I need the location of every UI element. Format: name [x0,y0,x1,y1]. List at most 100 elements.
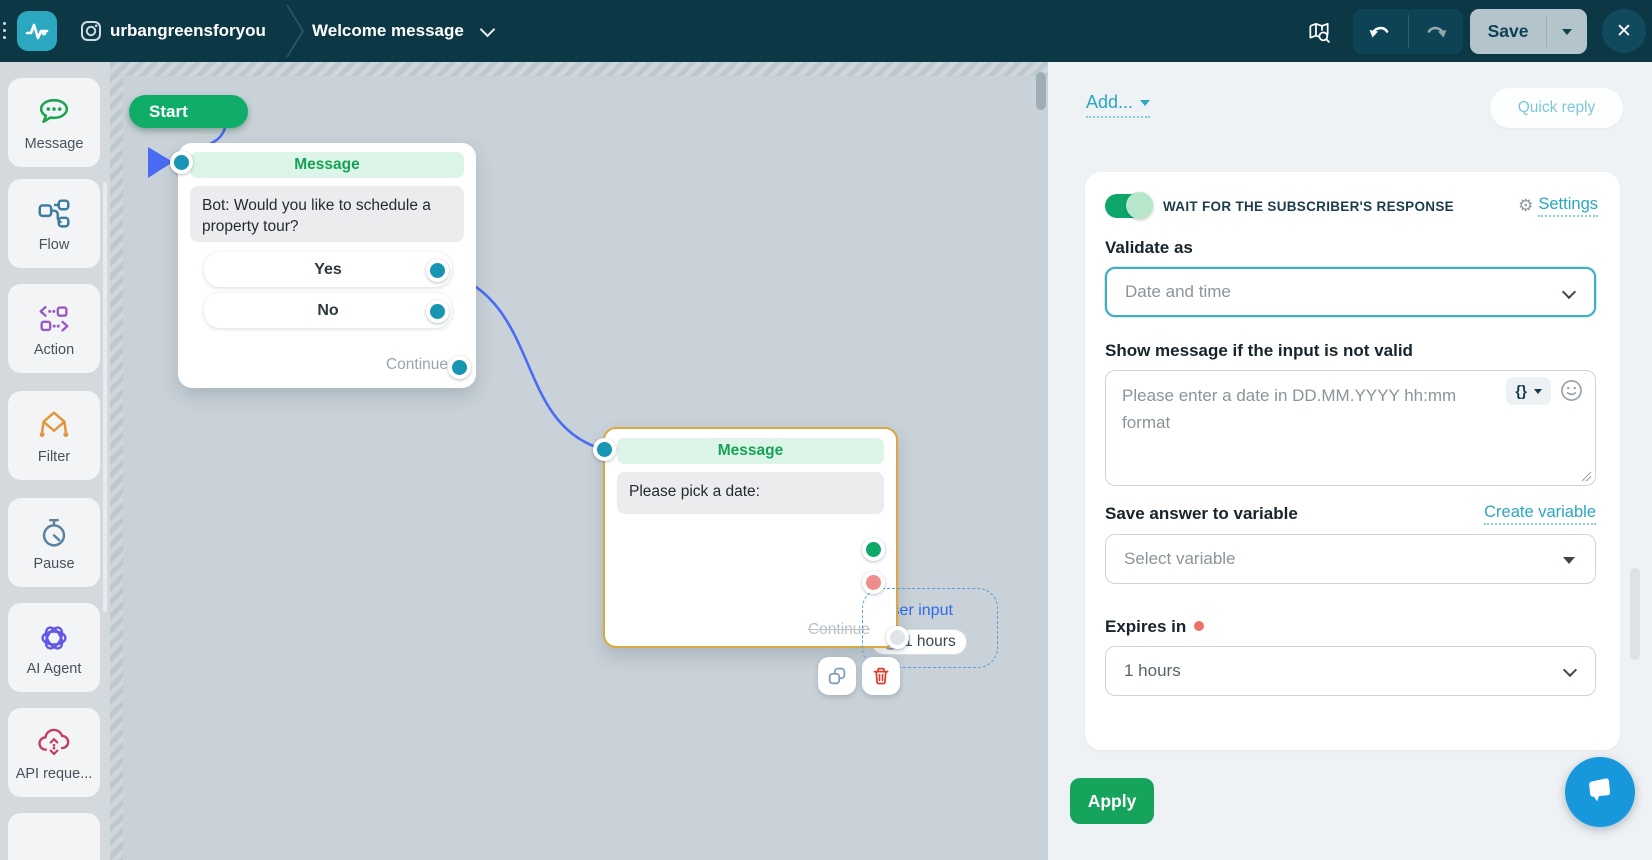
continue-label: Continue [385,356,448,373]
node2-input-port[interactable] [592,437,616,461]
save-options-button[interactable] [1547,9,1587,54]
flow-name-chevron-down-icon[interactable] [479,21,496,38]
wait-response-toggle[interactable] [1105,192,1153,219]
pulse-logo-icon [25,23,49,40]
sidebar-item-label: API reque... [15,765,93,782]
start-node[interactable]: Start [129,95,248,128]
close-editor-button[interactable]: ✕ [1602,9,1646,53]
sidebar-item-label: Message [24,135,84,152]
trash-icon [873,667,889,685]
chevron-down-icon [1561,284,1577,300]
sidebar-item-api-request[interactable]: API reque... [8,708,100,797]
invalid-message-field-wrap: Please enter a date in DD.MM.YYYY hh:mm … [1105,370,1596,486]
toggle-knob [1126,192,1153,219]
delete-node-button[interactable] [862,657,900,695]
top-header: urbangreensforyou Welcome message [0,0,1652,62]
redo-button[interactable] [1409,9,1464,54]
braces-icon: {} [1515,382,1527,400]
node1-continue-port[interactable] [447,355,471,379]
wait-toggle-row: WAIT FOR THE SUBSCRIBER'S RESPONSE ⚙ Set… [1105,192,1598,219]
duplicate-node-button[interactable] [818,657,856,695]
save-button[interactable]: Save [1487,21,1529,41]
flow-canvas[interactable]: Start Message Bot: Would you like to sch… [110,62,1048,860]
api-cloud-icon [38,728,70,755]
quick-reply-button-yes[interactable]: Yes [204,252,452,287]
history-button-group [1353,9,1463,54]
timeout-label: 1 hours [904,633,956,650]
yes-output-port[interactable] [425,258,449,282]
undo-button[interactable] [1353,9,1408,54]
message-bubble-icon [39,98,69,123]
map-search-icon [1309,22,1330,43]
quick-reply-button-no[interactable]: No [204,293,452,328]
sidebar-item-label: Pause [33,555,75,572]
validate-as-select[interactable]: Date and time [1105,267,1596,317]
triangle-down-icon [1563,557,1575,564]
sidebar-item-filter[interactable]: Filter [8,391,100,480]
smiley-icon [1561,380,1582,401]
timeout-output-port[interactable] [861,570,885,594]
close-icon: ✕ [1616,20,1632,42]
sidebar-item-ai-agent[interactable]: AI Agent [8,603,100,692]
caret-down-icon [1562,28,1572,35]
sidebar-item-flow[interactable]: Flow [8,179,100,268]
textarea-resize-handle[interactable] [1580,470,1591,481]
action-arrows-icon [39,305,69,332]
emoji-picker-button[interactable] [1560,379,1583,407]
sidebar-item-partial[interactable] [8,813,100,860]
quick-reply-label: Yes [314,260,342,278]
flow-name[interactable]: Welcome message [312,21,464,40]
required-dot-icon [1194,621,1205,631]
node-message-text: Bot: Would you like to schedule a proper… [190,186,464,242]
add-element-dropdown[interactable]: Add... [1086,92,1151,118]
app-logo[interactable] [17,11,57,51]
sidebar-item-label: Action [33,341,75,358]
validate-as-label: Validate as [1105,238,1193,257]
block-palette-sidebar: Message Flow [0,62,110,860]
node1-input-port[interactable] [169,150,193,174]
variable-placeholder: Select variable [1124,549,1236,568]
settings-link[interactable]: Settings [1538,195,1598,217]
canvas-edge-hatch-top [110,62,1048,76]
quick-reply-button[interactable]: Quick reply [1490,88,1623,128]
node-header: Message [617,438,884,464]
user-input-output-port[interactable] [861,537,885,561]
validate-as-value: Date and time [1125,282,1231,301]
expires-in-label: Expires in [1105,617,1598,637]
canvas-scrollbar-thumb[interactable] [1036,72,1046,110]
insert-variable-button[interactable]: {} [1506,377,1551,405]
user-input-label[interactable]: User input [880,602,953,619]
quick-reply-label: Quick reply [1517,99,1596,116]
create-variable-link[interactable]: Create variable [1484,503,1596,525]
sidebar-item-label: Flow [38,236,70,253]
node2-continue-port-disabled[interactable] [885,625,909,649]
live-chat-widget-button[interactable] [1565,757,1635,827]
wait-response-card: WAIT FOR THE SUBSCRIBER'S RESPONSE ⚙ Set… [1085,172,1620,750]
caret-down-icon [1140,99,1151,106]
variable-select[interactable]: Select variable [1105,534,1596,584]
undo-icon [1369,26,1389,37]
invalid-message-label: Show message if the input is not valid [1105,341,1413,360]
settings-link-wrap[interactable]: ⚙ Settings [1518,195,1598,217]
sidebar-item-label: AI Agent [26,660,82,677]
minimap-search-button[interactable] [1304,17,1334,47]
no-output-port[interactable] [425,299,449,323]
apply-button[interactable]: Apply [1070,778,1154,824]
message-node-2-selected[interactable]: Message Please pick a date: Continue [603,427,898,648]
sidebar-item-pause[interactable]: Pause [8,498,100,587]
add-label: Add... [1086,92,1134,112]
caret-down-icon [1534,388,1542,394]
panel-scrollbar-thumb[interactable] [1630,568,1640,660]
sidebar-item-action[interactable]: Action [8,284,100,373]
user-input-selection-box[interactable] [862,588,998,668]
node-message-text: Please pick a date: [617,472,884,514]
block-settings-panel: Add... Quick reply WAIT FOR THE SUBSCRIB… [1048,62,1652,860]
save-split-button: Save [1470,9,1587,54]
sidebar-item-message[interactable]: Message [8,78,100,167]
expires-in-select[interactable]: 1 hours [1105,646,1596,696]
sidebar-scrollbar[interactable] [103,182,107,612]
chat-bubble-icon [1589,778,1611,802]
gear-icon: ⚙ [1518,196,1534,215]
wait-response-title: WAIT FOR THE SUBSCRIBER'S RESPONSE [1163,198,1454,214]
